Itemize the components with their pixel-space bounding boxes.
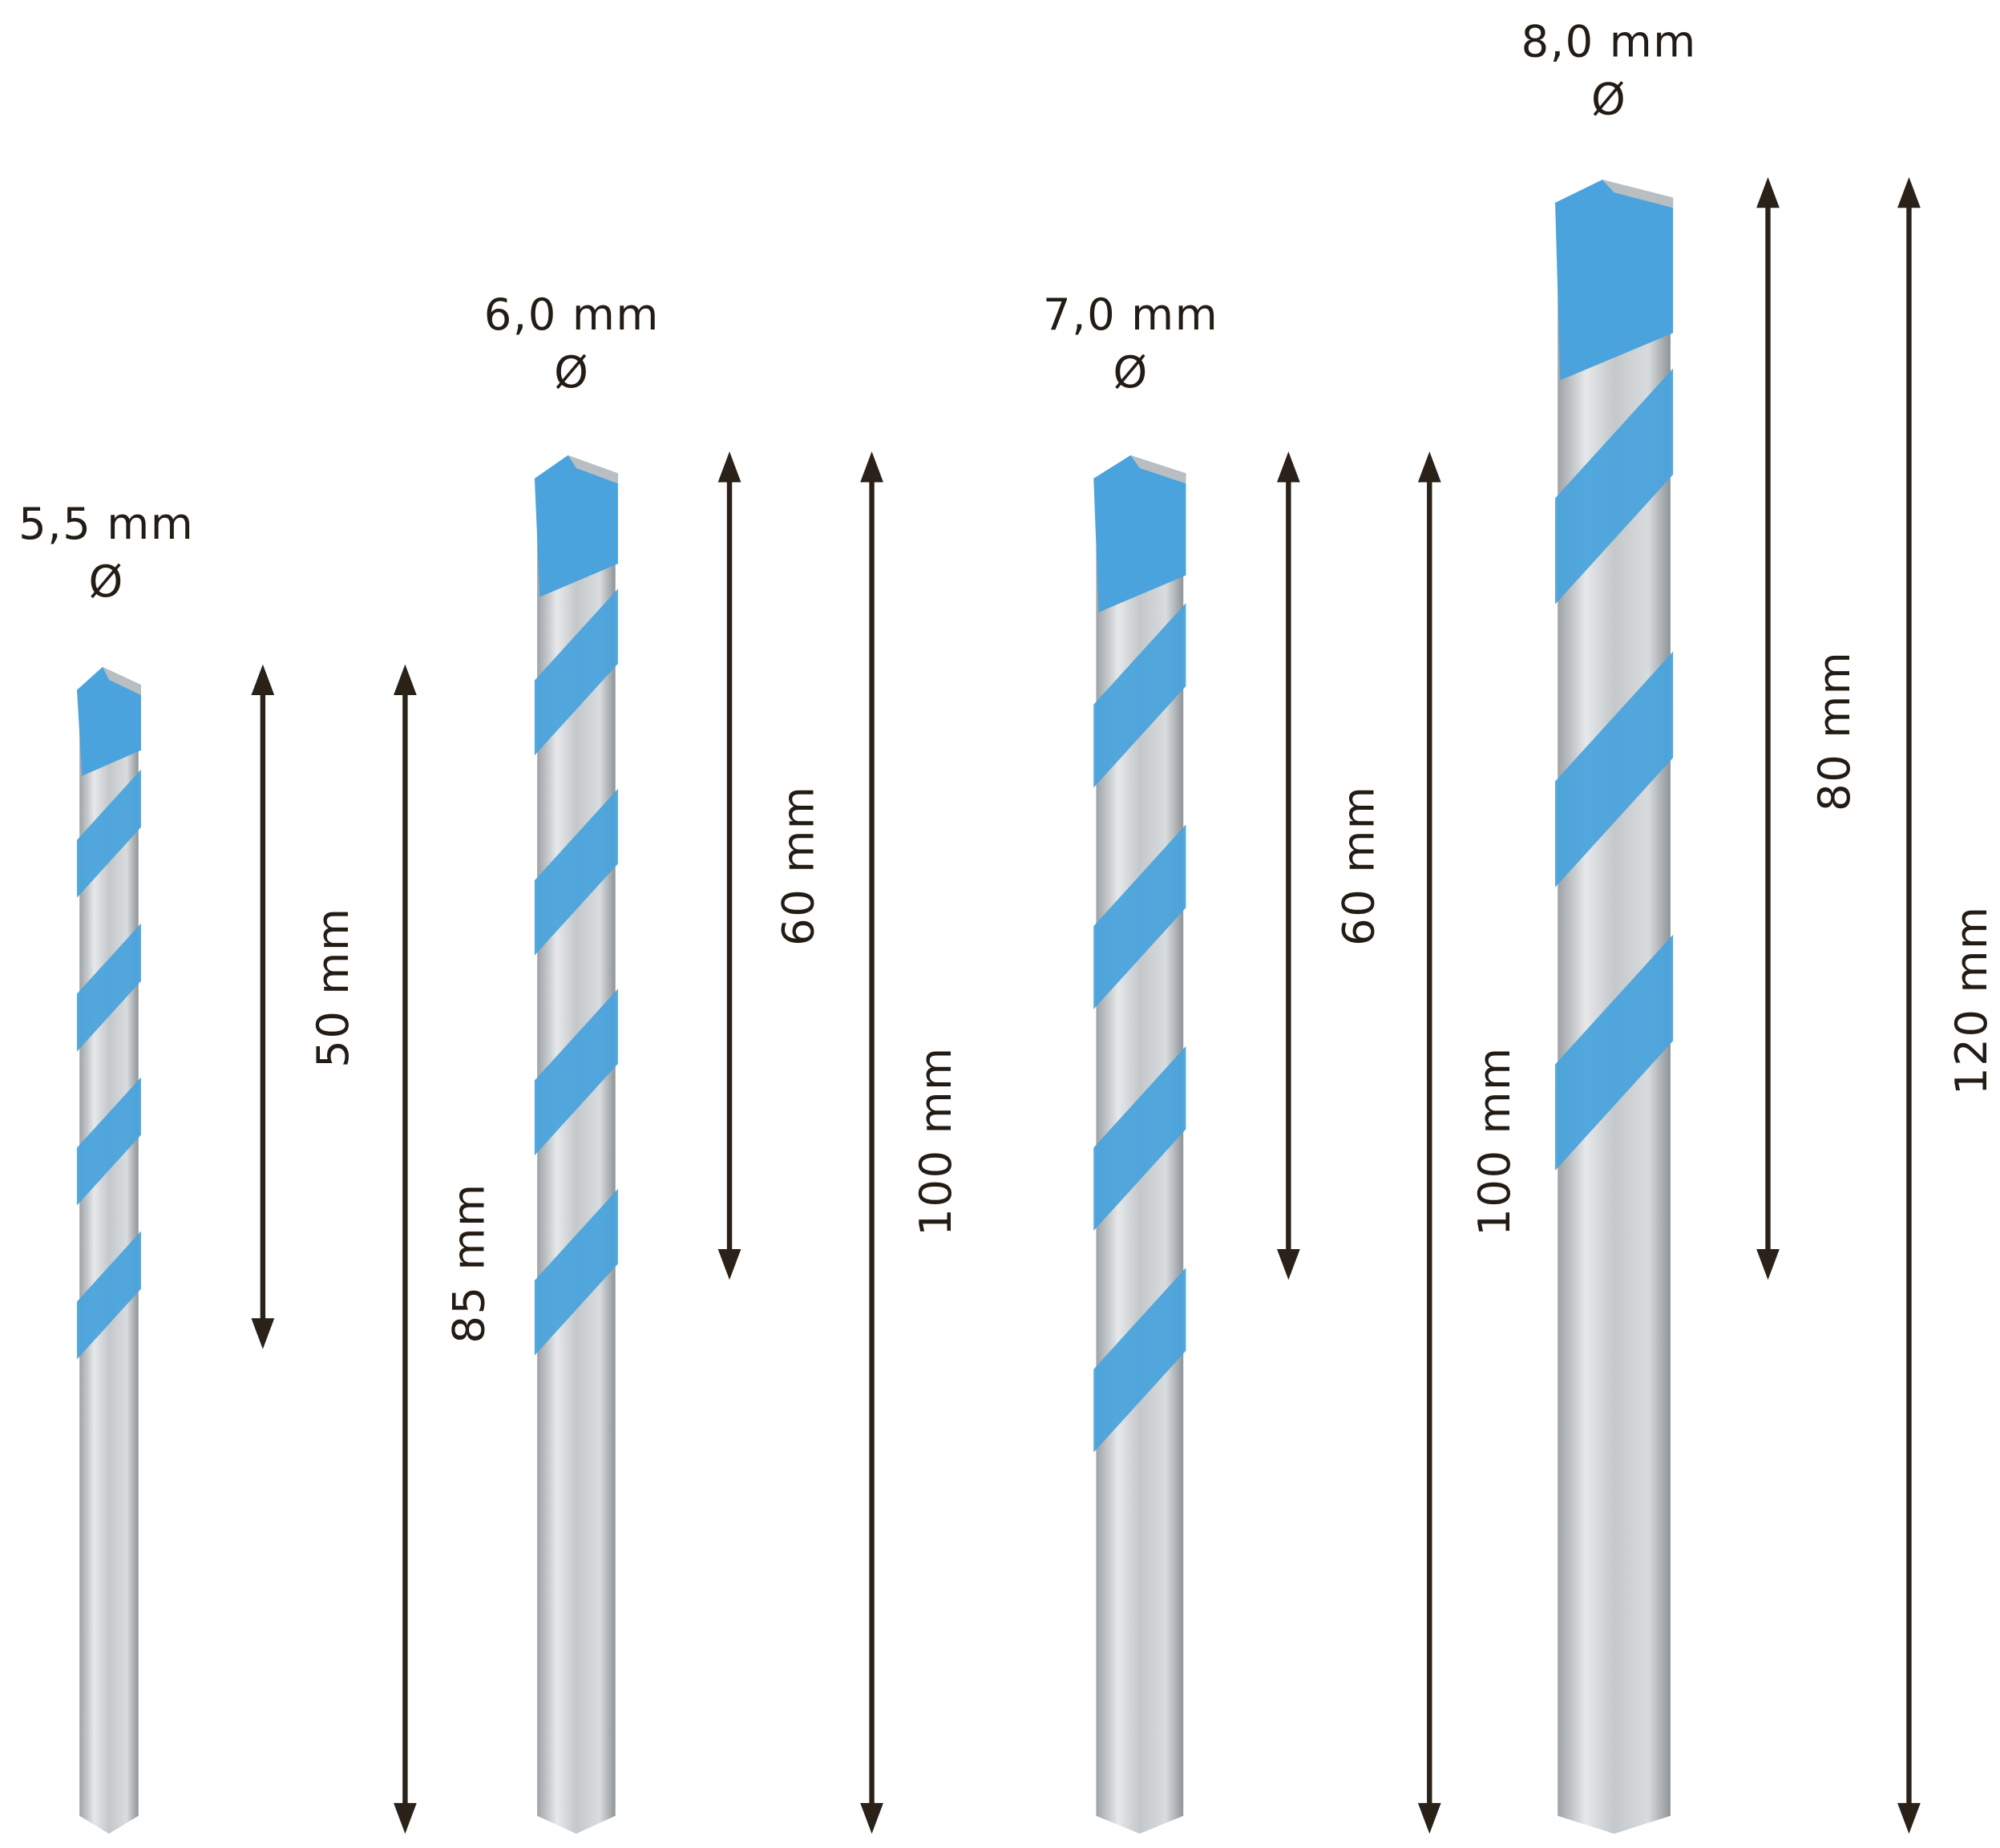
diameter-label: 8,0 mm (1521, 17, 1697, 67)
working-length-dimension: 60 mm (1276, 451, 1384, 1280)
working-length-dimension: 50 mm (251, 664, 358, 1349)
drill-bit (1555, 180, 1674, 1834)
carbide-tip (1555, 180, 1674, 381)
flute-spiral (1093, 603, 1186, 788)
flute-spiral (534, 989, 618, 1156)
working-length-dimension-label: 80 mm (1809, 651, 1860, 811)
flute-spiral (1093, 1268, 1186, 1453)
diameter-symbol: Ø (554, 347, 589, 398)
flute-spiral (1093, 824, 1186, 1009)
diameter-symbol: Ø (1113, 347, 1148, 398)
arrow-down-icon (1417, 1802, 1441, 1834)
arrow-down-icon (251, 1318, 275, 1349)
diameter-label: 6,0 mm (484, 289, 660, 340)
flute-spiral (76, 1231, 141, 1360)
flute-spiral (76, 923, 141, 1052)
drill-bit (534, 455, 618, 1834)
arrow-up-icon (717, 451, 741, 483)
arrow-down-icon (1897, 1802, 1921, 1834)
carbide-tip (76, 666, 141, 776)
total-length-dimension-label: 120 mm (1946, 905, 1997, 1095)
arrow-down-icon (394, 1802, 417, 1834)
arrow-up-icon (251, 664, 275, 696)
arrow-down-icon (1756, 1248, 1780, 1280)
flute-spiral (76, 769, 141, 898)
carbide-tip (534, 455, 618, 597)
arrow-up-icon (860, 451, 883, 483)
working-length-dimension-label: 60 mm (774, 786, 824, 946)
total-length-dimension: 85 mm (394, 664, 495, 1834)
flute-spiral (1093, 1045, 1186, 1231)
working-length-dimension-label: 50 mm (308, 907, 358, 1067)
arrow-up-icon (1756, 176, 1780, 208)
arrow-up-icon (1276, 451, 1300, 483)
arrow-up-icon (1897, 176, 1921, 208)
working-length-dimension: 80 mm (1756, 176, 1860, 1280)
flute-spiral (534, 788, 618, 956)
total-length-dimension-label: 100 mm (1469, 1046, 1520, 1236)
arrow-down-icon (1276, 1248, 1300, 1280)
arrow-up-icon (394, 664, 417, 696)
arrow-down-icon (717, 1248, 741, 1280)
arrow-down-icon (860, 1802, 883, 1834)
flute-spiral (534, 588, 618, 756)
flute-spiral (534, 1188, 618, 1356)
flute-spiral (1555, 651, 1674, 888)
carbide-tip (1093, 455, 1186, 613)
total-length-dimension: 120 mm (1897, 176, 1997, 1834)
total-length-dimension: 100 mm (860, 451, 961, 1834)
total-length-dimension-label: 100 mm (911, 1046, 961, 1236)
total-length-dimension: 100 mm (1417, 451, 1520, 1834)
drill-bit (1093, 455, 1186, 1834)
diameter-label: 5,5 mm (18, 499, 194, 549)
diameter-symbol: Ø (89, 556, 124, 607)
total-length-dimension-label: 85 mm (444, 1183, 495, 1343)
drill-bit (76, 666, 141, 1834)
arrow-up-icon (1417, 451, 1441, 483)
flute-spiral (1555, 368, 1674, 605)
flute-spiral (1555, 934, 1674, 1171)
diameter-label: 7,0 mm (1043, 289, 1218, 340)
working-length-dimension: 60 mm (717, 451, 824, 1280)
diameter-symbol: Ø (1591, 75, 1626, 125)
working-length-dimension-label: 60 mm (1334, 786, 1384, 946)
flute-spiral (76, 1077, 141, 1206)
